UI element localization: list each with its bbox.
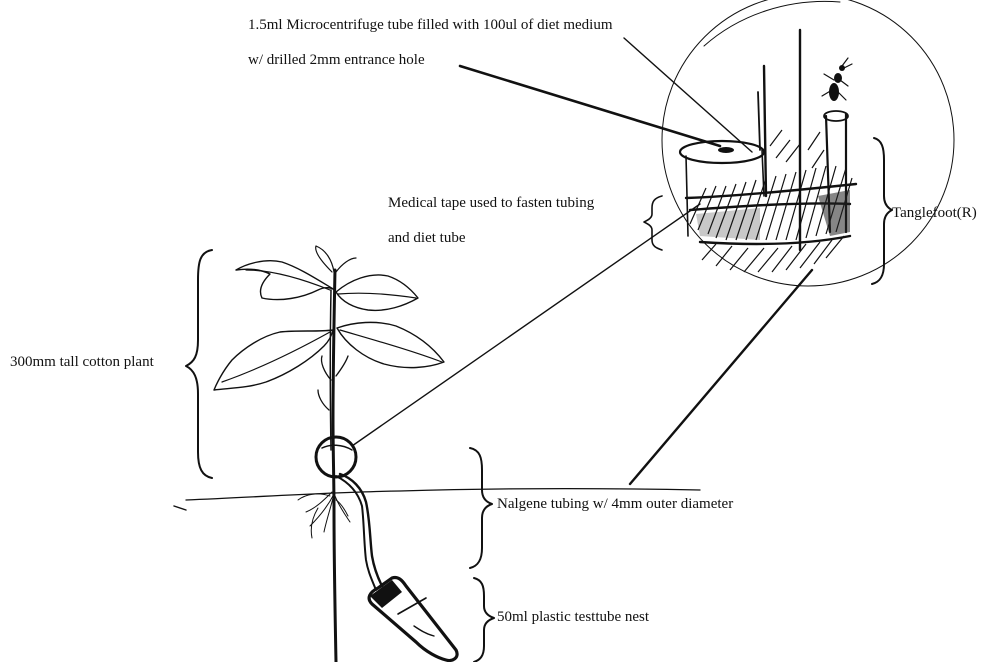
detail-marker-circle bbox=[316, 437, 356, 477]
leader-lines bbox=[352, 38, 812, 484]
label-entrance-hole: w/ drilled 2mm entrance hole bbox=[248, 53, 425, 68]
brace-tanglefoot bbox=[872, 138, 892, 284]
test-tube bbox=[369, 577, 457, 660]
ant-icon bbox=[822, 58, 852, 101]
label-microcentrifuge-tube: 1.5ml Microcentrifuge tube filled with 1… bbox=[248, 18, 613, 33]
magnified-detail bbox=[662, 0, 954, 286]
label-tanglefoot: Tanglefoot(R) bbox=[892, 206, 977, 221]
label-cotton-plant: 300mm tall cotton plant bbox=[10, 355, 154, 370]
brace-nalgene bbox=[470, 448, 492, 568]
label-medical-tape-cont: and diet tube bbox=[388, 231, 465, 246]
label-nalgene-tubing: Nalgene tubing w/ 4mm outer diameter bbox=[497, 497, 733, 512]
cotton-plant bbox=[214, 246, 444, 662]
brace-nest bbox=[474, 578, 494, 662]
brace-plant bbox=[186, 250, 212, 478]
label-medical-tape: Medical tape used to fasten tubing bbox=[388, 196, 594, 211]
label-testtube-nest: 50ml plastic testtube nest bbox=[497, 610, 649, 625]
